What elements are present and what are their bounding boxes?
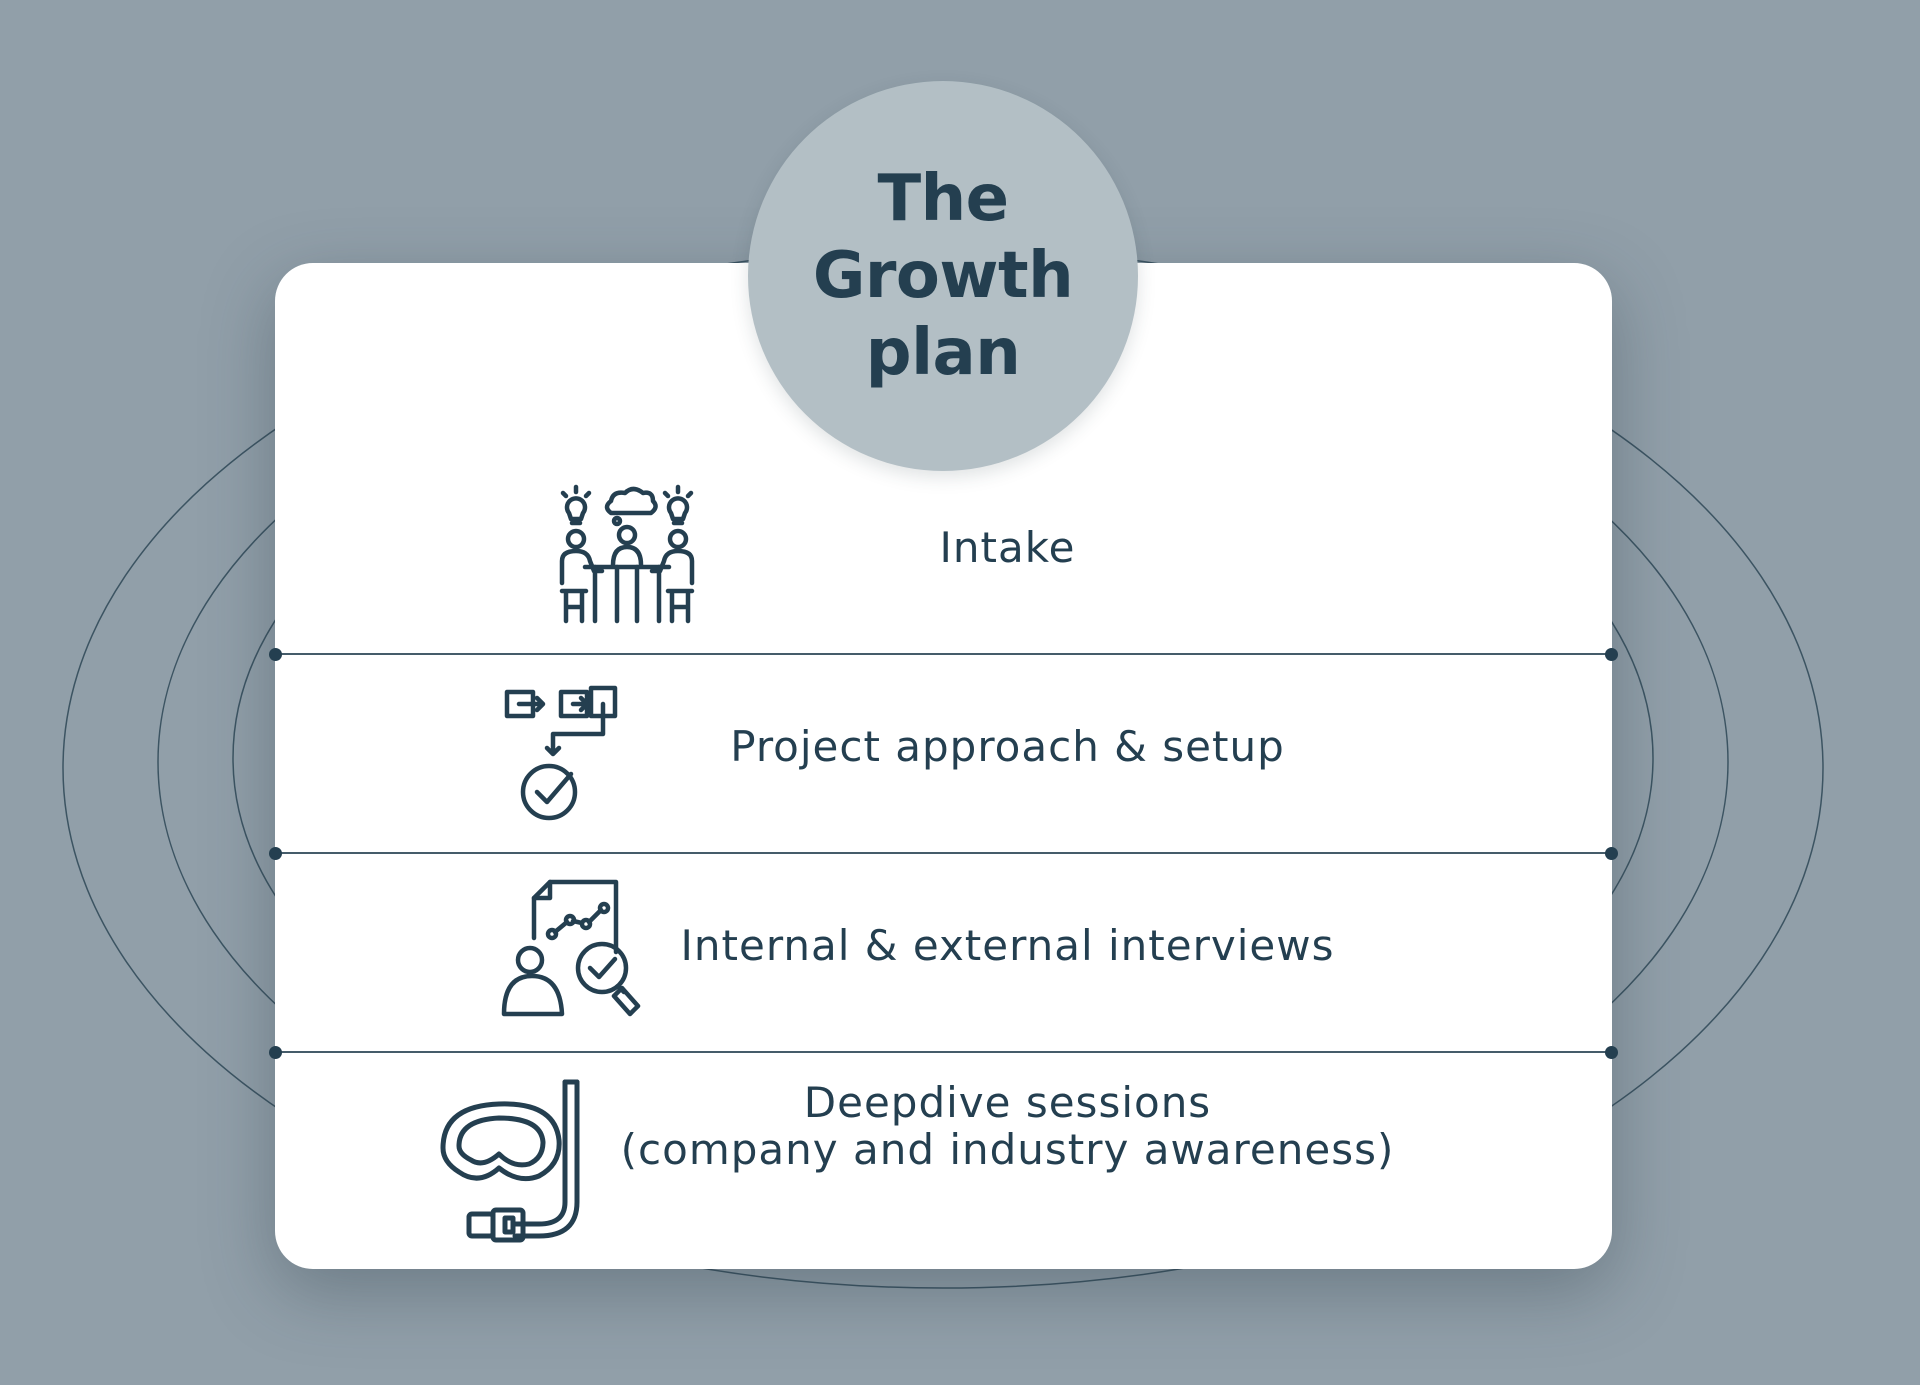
step-label-deepdive-detail: (company and industry awareness) bbox=[620, 1125, 1395, 1174]
step-label-interviews: Internal & external interviews bbox=[680, 921, 1335, 970]
divider-2-right-dot bbox=[1605, 847, 1618, 860]
divider-2-left-dot bbox=[269, 847, 282, 860]
snorkel-mask-icon bbox=[437, 1078, 589, 1243]
analysis-report-icon bbox=[500, 878, 648, 1026]
step-label-deepdive: Deepdive sessions bbox=[803, 1078, 1212, 1127]
title-line-2: Growth bbox=[812, 238, 1074, 313]
step-row-deepdive: Deepdive sessions (company and industry … bbox=[275, 1052, 1612, 1269]
step-label-intake: Intake bbox=[939, 523, 1076, 572]
title-circle: The Growth plan bbox=[748, 81, 1138, 471]
divider-1-left-dot bbox=[269, 648, 282, 661]
divider-1 bbox=[275, 653, 1612, 655]
divider-1-right-dot bbox=[1605, 648, 1618, 661]
meeting-brainstorm-icon bbox=[557, 483, 697, 628]
step-row-interviews: Internal & external interviews bbox=[275, 853, 1612, 1052]
divider-3 bbox=[275, 1051, 1612, 1053]
step-row-project-approach: Project approach & setup bbox=[275, 654, 1612, 853]
title-line-1: The bbox=[877, 161, 1009, 236]
step-row-intake: Intake bbox=[275, 263, 1612, 654]
step-label-project-approach: Project approach & setup bbox=[730, 722, 1285, 771]
divider-2 bbox=[275, 852, 1612, 854]
divider-3-left-dot bbox=[269, 1046, 282, 1059]
process-flow-icon bbox=[503, 684, 618, 822]
divider-3-right-dot bbox=[1605, 1046, 1618, 1059]
title-line-3: plan bbox=[865, 315, 1021, 390]
